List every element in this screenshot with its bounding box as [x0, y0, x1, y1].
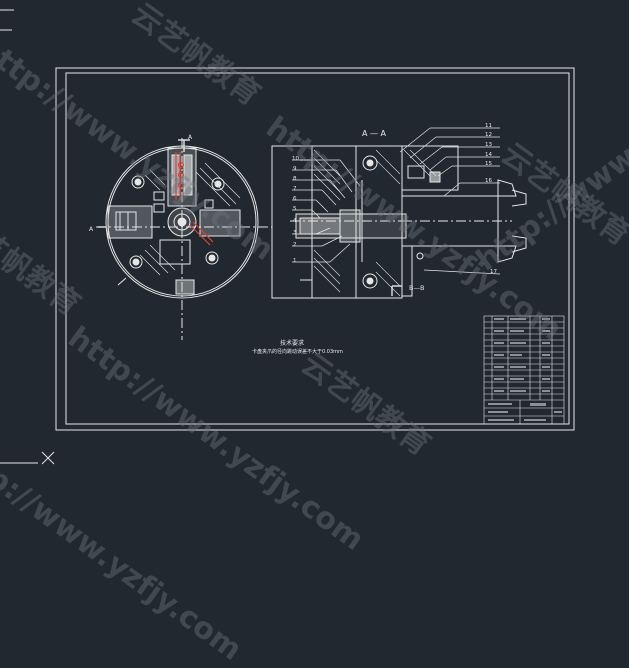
- part-number-7: 7: [293, 186, 297, 192]
- part-number-11: 11: [485, 123, 492, 129]
- view-marker-left: A: [89, 226, 94, 233]
- tech-requirements-note: 卡盘夹爪的径向跳动误差不大于0.03mm: [252, 348, 343, 355]
- part-number-10: 10: [292, 156, 299, 162]
- part-number-16: 16: [485, 178, 492, 184]
- part-number-1: 1: [293, 258, 297, 264]
- title-block-fill: [488, 318, 562, 421]
- part-number-14: 14: [485, 152, 492, 158]
- leader-lines-left: [292, 159, 361, 263]
- part-numbers-left: 10 9 8 7 6 5 4 3 2 1: [292, 156, 299, 264]
- part-number-3: 3: [293, 230, 297, 236]
- red-detail-lines: [175, 152, 214, 246]
- leader-lines-right: [399, 127, 501, 275]
- outer-border: [55, 67, 575, 431]
- chuck-front-view: [96, 138, 272, 340]
- part-number-13: 13: [485, 142, 492, 148]
- ucs-axis-icon: [0, 9, 55, 465]
- section-label: A — A: [362, 129, 387, 138]
- section-marker-lines: [98, 139, 190, 228]
- part-number-4: 4: [293, 218, 297, 224]
- part-number-17: 17: [490, 269, 497, 275]
- part-number-6: 6: [293, 196, 297, 202]
- inner-border: [65, 72, 570, 425]
- part-number-15: 15: [485, 161, 492, 167]
- section-b-label: B—B: [409, 284, 424, 292]
- part-number-8: 8: [293, 176, 297, 182]
- title-block: [483, 315, 565, 425]
- part-number-5: 5: [293, 206, 297, 212]
- chuck-section-view: [271, 145, 527, 299]
- cad-drawing-canvas[interactable]: A A A — A: [0, 0, 629, 504]
- tech-requirements-title: 技术要求: [280, 339, 304, 347]
- part-number-2: 2: [293, 242, 297, 248]
- part-numbers-right: 11 12 13 14 15 16 17: [485, 123, 497, 275]
- part-number-9: 9: [293, 166, 297, 172]
- part-number-12: 12: [485, 132, 492, 138]
- view-marker-top: A: [188, 134, 193, 141]
